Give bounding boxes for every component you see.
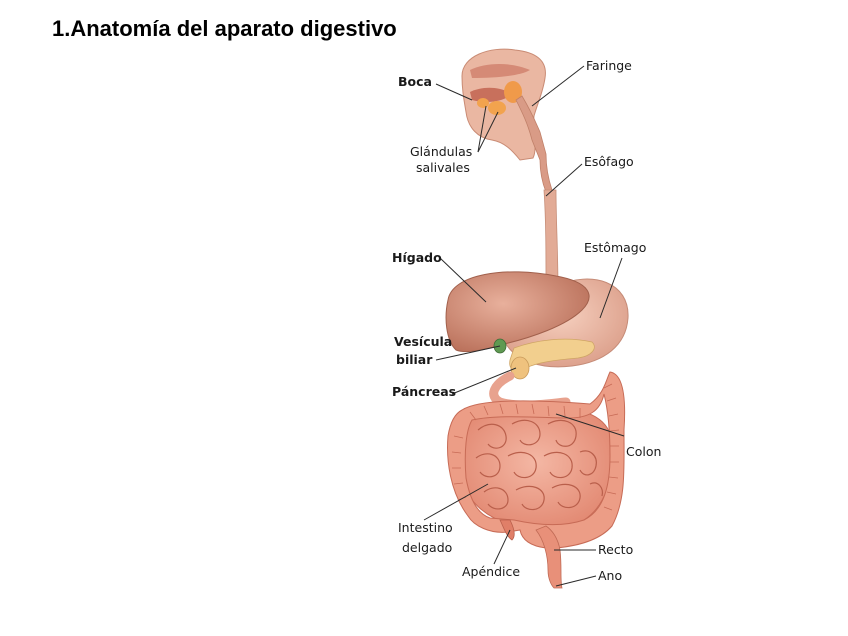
leader-ano bbox=[556, 576, 596, 586]
label-vesicula-2: biliar bbox=[396, 352, 433, 367]
label-glandulas-2: salivales bbox=[416, 160, 470, 175]
label-faringe: Faringe bbox=[586, 58, 632, 73]
label-glandulas-1: Glándulas bbox=[410, 144, 472, 159]
label-intestino-2: delgado bbox=[402, 540, 452, 555]
leader-apendice bbox=[494, 530, 510, 564]
label-ano: Ano bbox=[598, 568, 622, 583]
salivary-gland-3 bbox=[477, 98, 489, 108]
label-colon: Colon bbox=[626, 444, 661, 459]
label-pancreas: Páncreas bbox=[392, 384, 456, 399]
label-boca: Boca bbox=[398, 74, 432, 89]
label-intestino-1: Intestino bbox=[398, 520, 453, 535]
label-apendice: Apéndice bbox=[462, 564, 520, 579]
label-vesicula-1: Vesícula bbox=[394, 334, 452, 349]
label-esofago: Esôfago bbox=[584, 154, 634, 169]
head-section bbox=[462, 49, 552, 192]
label-recto: Recto bbox=[598, 542, 633, 557]
leader-esofago bbox=[546, 164, 582, 196]
label-higado: Hígado bbox=[392, 250, 442, 265]
label-estomago: Estômago bbox=[584, 240, 646, 255]
